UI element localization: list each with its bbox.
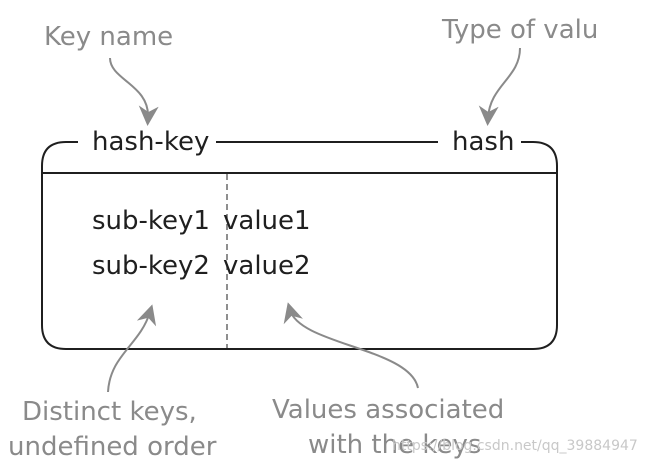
value-1: value1	[223, 206, 311, 236]
key-name-arrow	[109, 57, 159, 126]
type-of-value-annotation: Type of valu	[441, 15, 598, 45]
sub-key-2: sub-key2	[92, 251, 210, 281]
value-2: value2	[223, 251, 311, 281]
values-arrow	[283, 302, 419, 389]
values-assoc-line1: Values associated	[272, 395, 504, 425]
box-outline	[41, 141, 558, 350]
type-arrow	[478, 47, 521, 126]
key-label: hash-key	[92, 127, 209, 157]
distinct-keys-line1: Distinct keys,	[22, 397, 197, 427]
values-assoc-line2: with the keys	[308, 430, 481, 460]
type-label: hash	[452, 127, 514, 157]
distinct-keys-arrow	[107, 304, 157, 393]
sub-key-1: sub-key1	[92, 206, 210, 236]
distinct-keys-line2: undefined order	[8, 432, 217, 462]
watermark: https://blog.csdn.net/qq_39884947	[392, 438, 638, 454]
key-name-annotation: Key name	[44, 22, 173, 52]
